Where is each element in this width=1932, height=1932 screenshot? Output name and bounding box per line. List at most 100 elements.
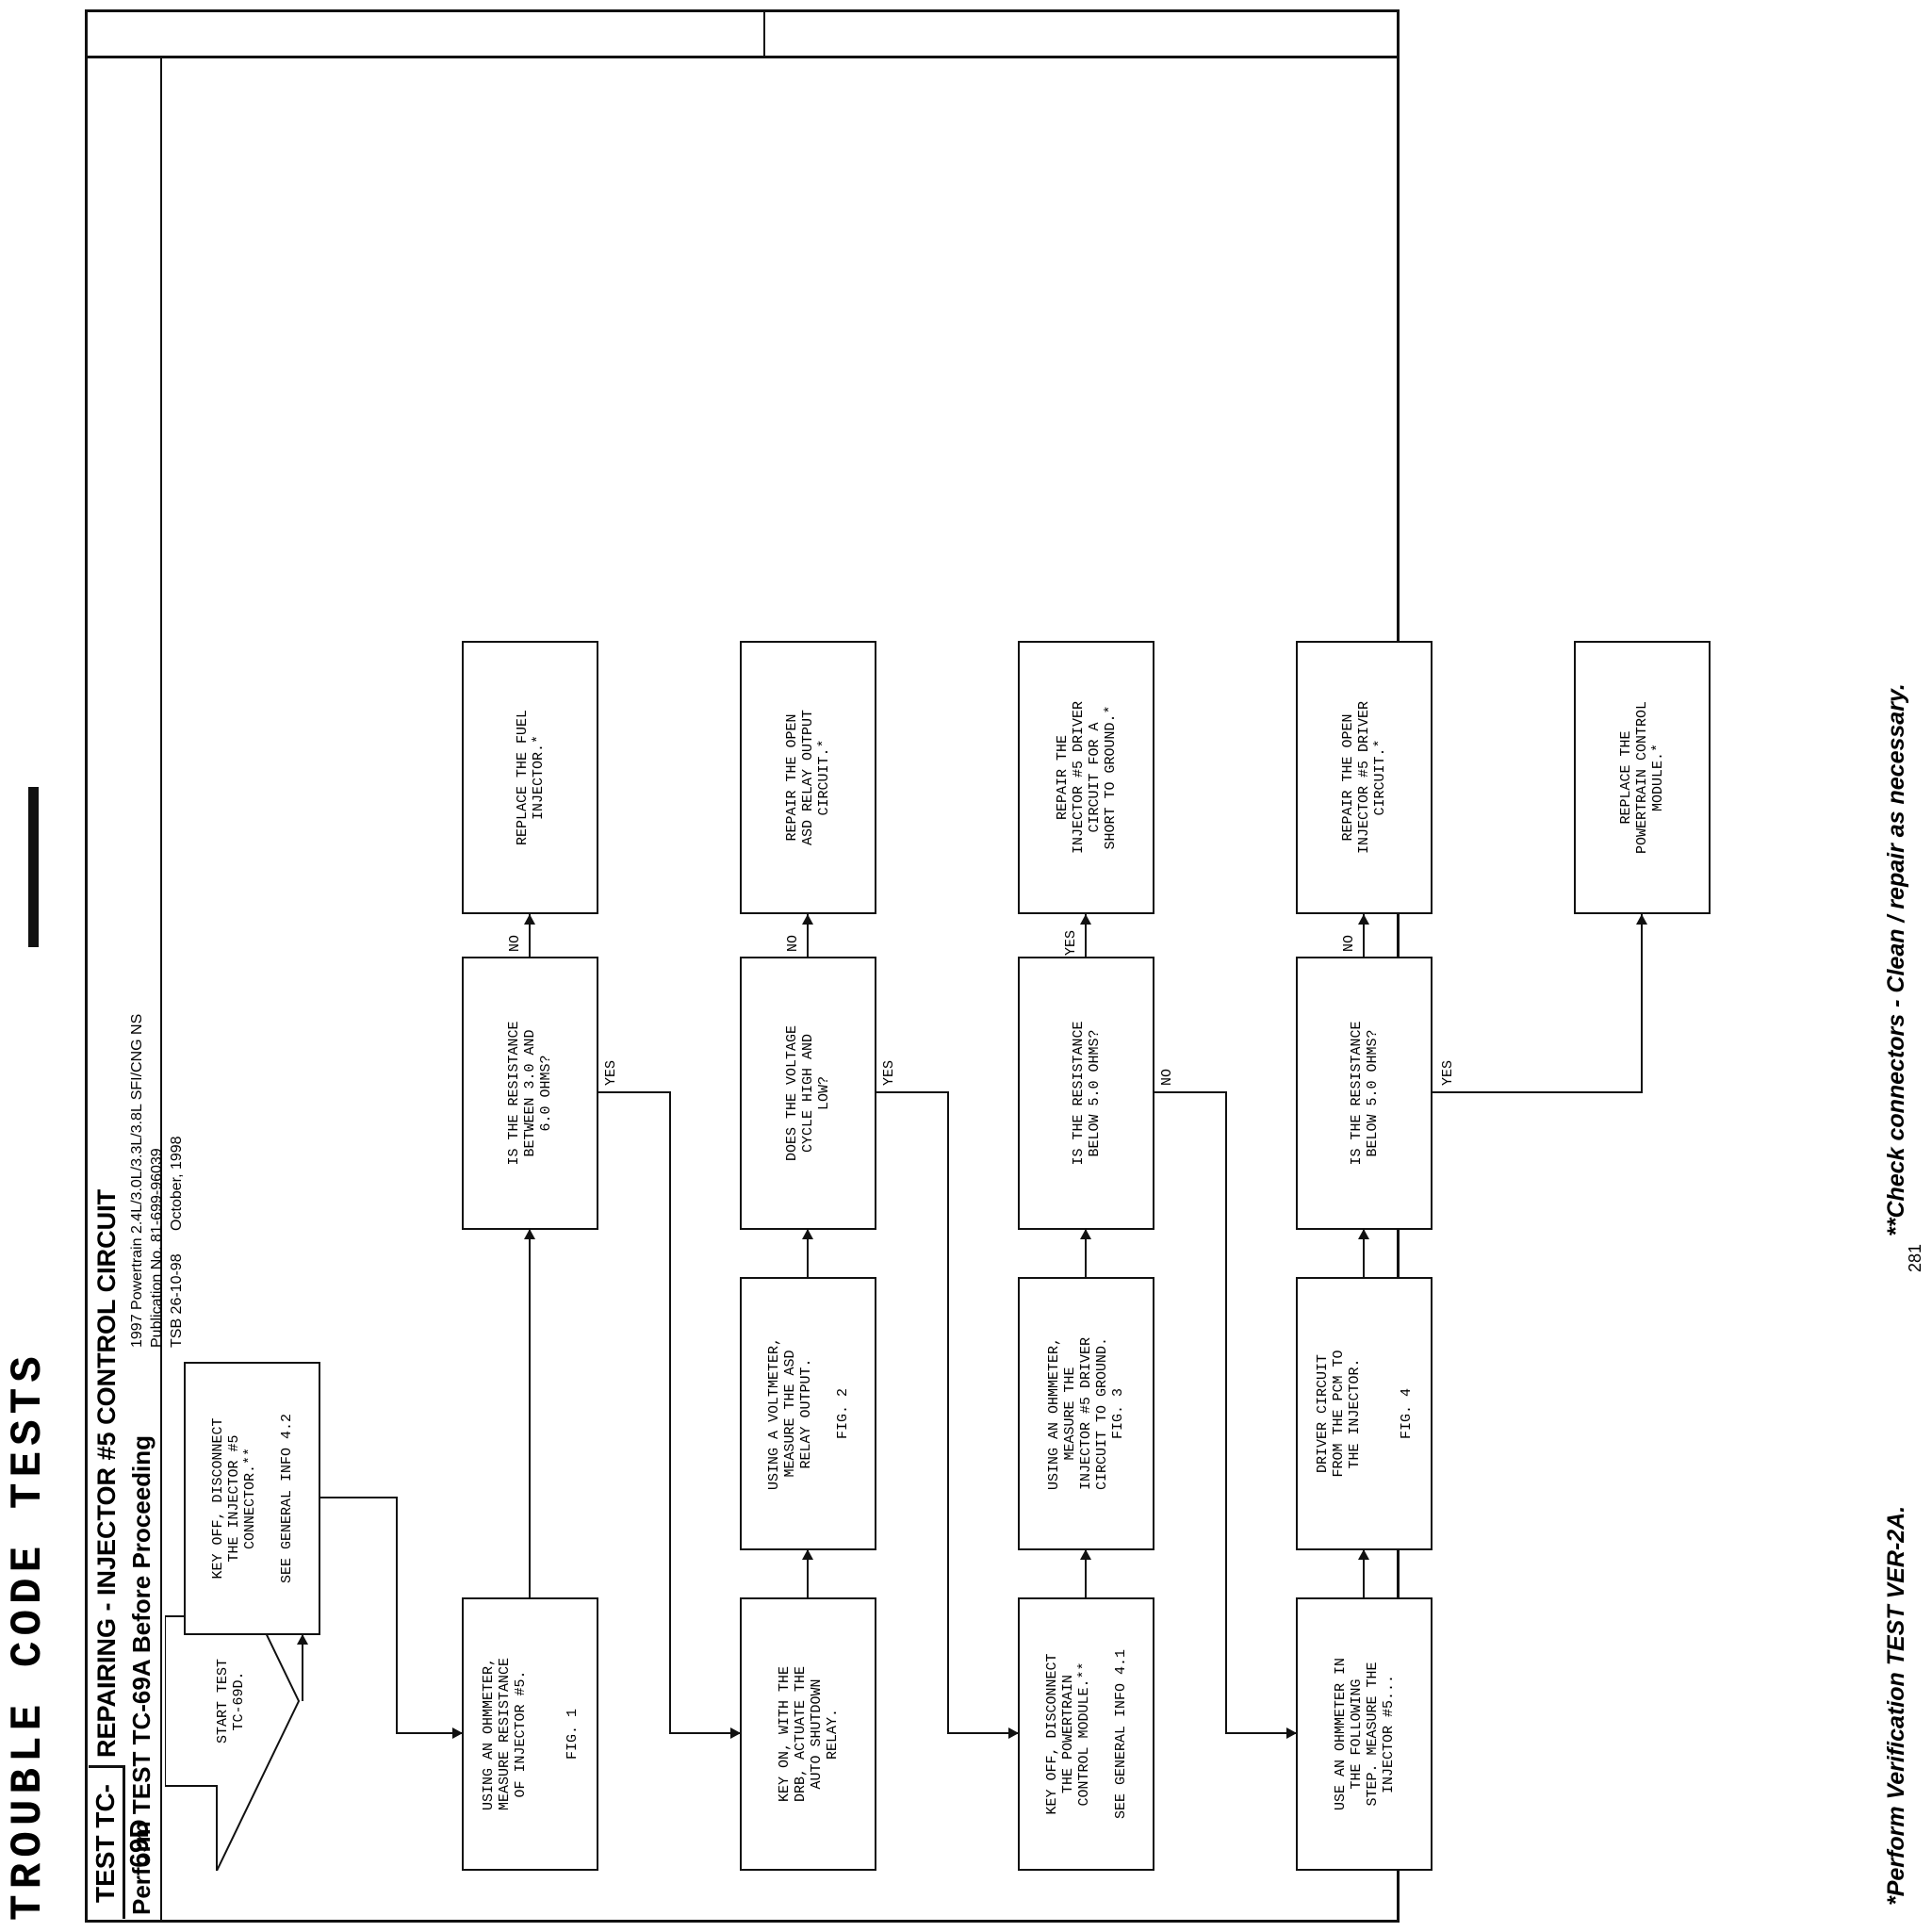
text-line: FIG. 2 [834,1388,851,1440]
text-line: 6.0 OHMS? [538,1055,554,1132]
text-line: USING A VOLTMETER, [765,1336,782,1491]
publication-line-3: TSB 26-10-98 October, 1998 [167,1014,187,1348]
text-line: USING AN OHMMETER, [480,1657,497,1811]
text-line: KEY ON, WITH THE [776,1665,793,1803]
connector-line [1433,1091,1642,1093]
text-line: THE INJECTOR. [1346,1358,1363,1469]
arrow-head [1286,1727,1297,1739]
text-line: FIG. 3 [1110,1388,1126,1440]
connector-line [1641,914,1643,1093]
text-line: FIG. 1 [564,1709,581,1760]
text-line: INJECTOR.* [530,735,547,821]
text-line: USING AN OHMMETER, [1046,1336,1062,1491]
arrow-head [1358,1229,1369,1239]
text-line: AUTO SHUTDOWN [808,1678,825,1790]
text-line: CONNECTOR.** [241,1447,258,1550]
text-line: CONTROL MODULE.** [1075,1662,1092,1807]
text-line: STEP. MEASURE THE [1364,1662,1381,1807]
connector-line [396,1497,398,1734]
title-divider [160,58,162,1920]
publication-date: October, 1998 [169,1136,185,1231]
arrow-head [524,1229,535,1239]
text-line: RELAY OUTPUT. [797,1358,814,1469]
arrow-head [524,914,535,925]
step-disconnect-pcm: KEY OFF, DISCONNECT THE POWERTRAIN CONTR… [1018,1597,1154,1871]
connector-line [598,1091,669,1093]
arrow-head [730,1727,741,1739]
section-title: TROUBLE CODE TESTS [4,1351,53,1921]
step-use-ohmmeter: USE AN OHMMETER IN THE FOLLOWING STEP. M… [1296,1597,1433,1871]
step-driver-circuit: DRIVER CIRCUIT FROM THE PCM TO THE INJEC… [1296,1277,1433,1550]
text-line: USE AN OHMMETER IN [1332,1657,1349,1811]
text-line: INJECTOR #5 DRIVER [1070,700,1087,855]
text-line: CIRCUIT TO GROUND. [1094,1336,1110,1491]
arrow-head [452,1727,463,1739]
label-yes: YES [881,1059,897,1086]
text-line: INJECTOR #5... [1380,1674,1397,1794]
step-voltmeter: USING A VOLTMETER, MEASURE THE ASD RELAY… [740,1277,876,1550]
label-no: NO [507,934,523,952]
arrow-head [1080,1549,1091,1560]
text-line: IS THE RESISTANCE [1070,1021,1087,1166]
text-line: DOES THE VOLTAGE [784,1024,800,1162]
text-line: THE FOLLOWING [1348,1678,1365,1790]
text-line: THE INJECTOR #5 [225,1434,242,1563]
text-line: MEASURE RESISTANCE [496,1657,513,1811]
question-resistance-range: IS THE RESISTANCE BETWEEN 3.0 AND 6.0 OH… [462,957,598,1230]
arrow-head [1358,1549,1369,1560]
result-replace-injector: REPLACE THE FUEL INJECTOR.* [462,641,598,914]
connector-line [669,1732,740,1734]
step-key-on-drb: KEY ON, WITH THE DRB, ACTUATE THE AUTO S… [740,1597,876,1871]
arrow-head [1636,914,1647,925]
arrow-head [1080,914,1091,925]
publication-line-2: Publication No. 81-699-96039 [149,1148,165,1348]
text-line: POWERTRAIN CONTROL [1634,700,1650,855]
text-line: CIRCUIT.* [1372,739,1388,816]
text-line: BELOW 5.0 OHMS? [1364,1029,1381,1157]
label-no: NO [1341,934,1357,952]
text-line: REPLACE THE FUEL [514,709,531,846]
connector-line [876,1091,947,1093]
connector-line [1225,1091,1227,1734]
text-line: DRB, ACTUATE THE [792,1665,809,1803]
text-line: INJECTOR #5 DRIVER [1356,700,1372,855]
text-line: CYCLE HIGH AND [800,1033,816,1154]
start-test: START TEST TC-69D. [193,1616,269,1786]
tsb-number: TSB 26-10-98 [169,1253,185,1348]
text-line: THE POWERTRAIN [1059,1674,1076,1794]
result-repair-open-driver: REPAIR THE OPEN INJECTOR #5 DRIVER CIRCU… [1296,641,1433,914]
arrow-head [802,1549,813,1560]
start-test-line-1: START TEST [215,1659,231,1744]
text-line: IS THE RESISTANCE [506,1021,522,1166]
text-line: REPAIR THE OPEN [1340,713,1356,842]
question-below-5-first: IS THE RESISTANCE BELOW 5.0 OHMS? [1018,957,1154,1230]
rotated-page: TROUBLE CODE TESTS TEST TC-69D REPAIRING… [0,9,1932,1932]
text-line: ASD RELAY OUTPUT [800,709,816,846]
start-test-line-2: TC-69D. [231,1671,247,1731]
connector-line [947,1091,949,1734]
footer-right: **Check connectors - Clean / repair as n… [1883,683,1909,1236]
connector-line [529,1230,531,1597]
arrow-head [1080,1229,1091,1239]
arrow-head [1008,1727,1019,1739]
label-yes: YES [1440,1059,1456,1086]
arrow-head [802,914,813,925]
connector-line [947,1732,1018,1734]
arrow-head [802,1229,813,1239]
arrow-head [297,1634,308,1645]
label-yes: YES [1063,929,1079,956]
text-line: MEASURE THE [1062,1367,1078,1461]
footer-split [763,12,765,58]
text-line: IS THE RESISTANCE [1348,1021,1365,1166]
question-below-5-second: IS THE RESISTANCE BELOW 5.0 OHMS? [1296,957,1433,1230]
label-no: NO [1159,1068,1175,1086]
text-line: MEASURE THE ASD [781,1350,798,1478]
text-line: CIRCUIT.* [816,739,832,816]
step-disconnect-injector: KEY OFF, DISCONNECT THE INJECTOR #5 CONN… [184,1362,320,1635]
label-no: NO [785,934,801,952]
publication-info: 1997 Powertrain 2.4L/3.0L/3.3L/3.8L SFI/… [127,1014,187,1348]
text-line: CIRCUIT FOR A [1086,722,1103,833]
text-line: RELAY. [824,1709,841,1760]
text-line: MODULE.* [1650,744,1666,812]
text-line: INJECTOR #5 DRIVER [1078,1336,1094,1491]
